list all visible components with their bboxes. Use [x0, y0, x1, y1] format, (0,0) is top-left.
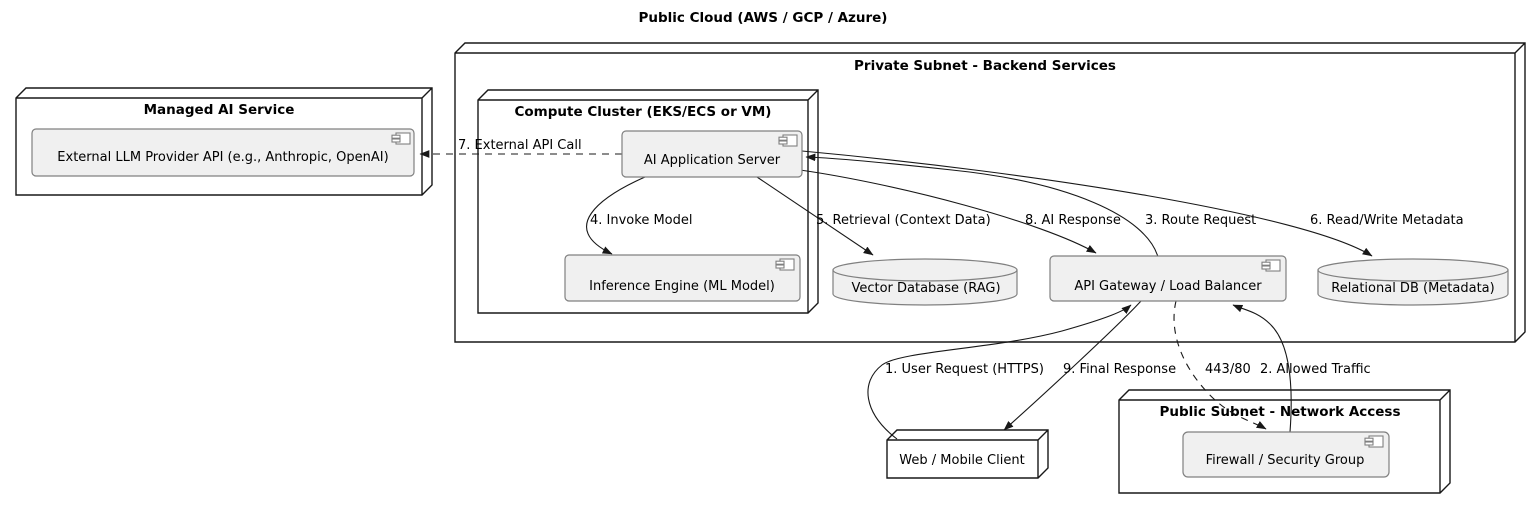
- invoke-model-line: [586, 176, 646, 255]
- public-subnet-label: Public Subnet - Network Access: [1159, 404, 1400, 420]
- edge-invoke-model: 4. Invoke Model: [586, 176, 692, 255]
- database-vector-db: Vector Database (RAG): [832, 258, 1018, 306]
- diagram-title: Public Cloud (AWS / GCP / Azure): [639, 10, 888, 26]
- edge-external-api-call: 7. External API Call: [419, 138, 622, 158]
- relational-db-top: [1317, 258, 1509, 282]
- route-request-label: 3. Route Request: [1145, 213, 1256, 228]
- allowed-traffic-label: 2. Allowed Traffic: [1260, 362, 1371, 377]
- compute-cluster-label: Compute Cluster (EKS/ECS or VM): [515, 104, 772, 120]
- ports-line: [1173, 300, 1267, 430]
- component-firewall: Firewall / Security Group: [1182, 431, 1390, 478]
- node-web-mobile-client: Web / Mobile Client: [886, 429, 1049, 479]
- edge-retrieval: 5. Retrieval (Context Data): [756, 176, 991, 256]
- component-ai-app-server: AI Application Server: [621, 130, 803, 178]
- ai-app-server-box: [621, 130, 803, 178]
- edge-route-request: 3. Route Request: [805, 153, 1256, 258]
- api-gateway-label: API Gateway / Load Balancer: [1074, 279, 1262, 294]
- final-response-line: [1003, 300, 1142, 431]
- external-api-call-label: 7. External API Call: [458, 138, 582, 153]
- vector-db-top: [832, 258, 1018, 282]
- ai-response-label: 8. AI Response: [1025, 213, 1121, 228]
- firewall-box: [1182, 431, 1390, 478]
- retrieval-line: [756, 176, 874, 256]
- user-request-label: 1. User Request (HTTPS): [885, 362, 1044, 377]
- allowed-traffic-line: [1232, 304, 1292, 433]
- edge-ports-443-80: 443/80: [1173, 300, 1267, 430]
- read-write-metadata-line: [801, 150, 1373, 257]
- inference-engine-box: [564, 254, 801, 302]
- edge-read-write-metadata: 6. Read/Write Metadata: [801, 150, 1464, 257]
- user-request-line: [867, 304, 1132, 440]
- inference-engine-label: Inference Engine (ML Model): [589, 279, 775, 294]
- private-subnet-label: Private Subnet - Backend Services: [854, 58, 1116, 74]
- firewall-label: Firewall / Security Group: [1206, 453, 1365, 468]
- ports-label: 443/80: [1205, 362, 1251, 377]
- edge-ai-response: 8. AI Response: [799, 169, 1121, 254]
- component-llm-api: External LLM Provider API (e.g., Anthrop…: [31, 128, 415, 177]
- relational-db-label: Relational DB (Metadata): [1331, 281, 1494, 296]
- final-response-label: 9. Final Response: [1063, 362, 1176, 377]
- database-relational-db: Relational DB (Metadata): [1317, 258, 1509, 306]
- llm-api-label: External LLM Provider API (e.g., Anthrop…: [57, 150, 388, 165]
- web-client-shape: [886, 429, 1049, 479]
- retrieval-label: 5. Retrieval (Context Data): [816, 213, 991, 228]
- route-request-line: [805, 153, 1159, 258]
- ai-app-server-label: AI Application Server: [644, 153, 781, 168]
- api-gateway-box: [1049, 255, 1287, 302]
- ai-response-line: [799, 169, 1097, 254]
- edge-final-response: 9. Final Response: [1003, 300, 1176, 431]
- invoke-model-label: 4. Invoke Model: [590, 213, 692, 228]
- edge-allowed-traffic: 2. Allowed Traffic: [1232, 304, 1371, 433]
- vector-db-label: Vector Database (RAG): [851, 281, 1000, 296]
- component-inference-engine: Inference Engine (ML Model): [564, 254, 801, 302]
- managed-ai-label: Managed AI Service: [144, 102, 295, 118]
- component-api-gateway: API Gateway / Load Balancer: [1049, 255, 1287, 302]
- llm-api-box: [31, 128, 415, 177]
- edge-user-request: 1. User Request (HTTPS): [867, 304, 1132, 440]
- read-write-metadata-label: 6. Read/Write Metadata: [1310, 213, 1464, 228]
- web-client-label: Web / Mobile Client: [899, 453, 1024, 468]
